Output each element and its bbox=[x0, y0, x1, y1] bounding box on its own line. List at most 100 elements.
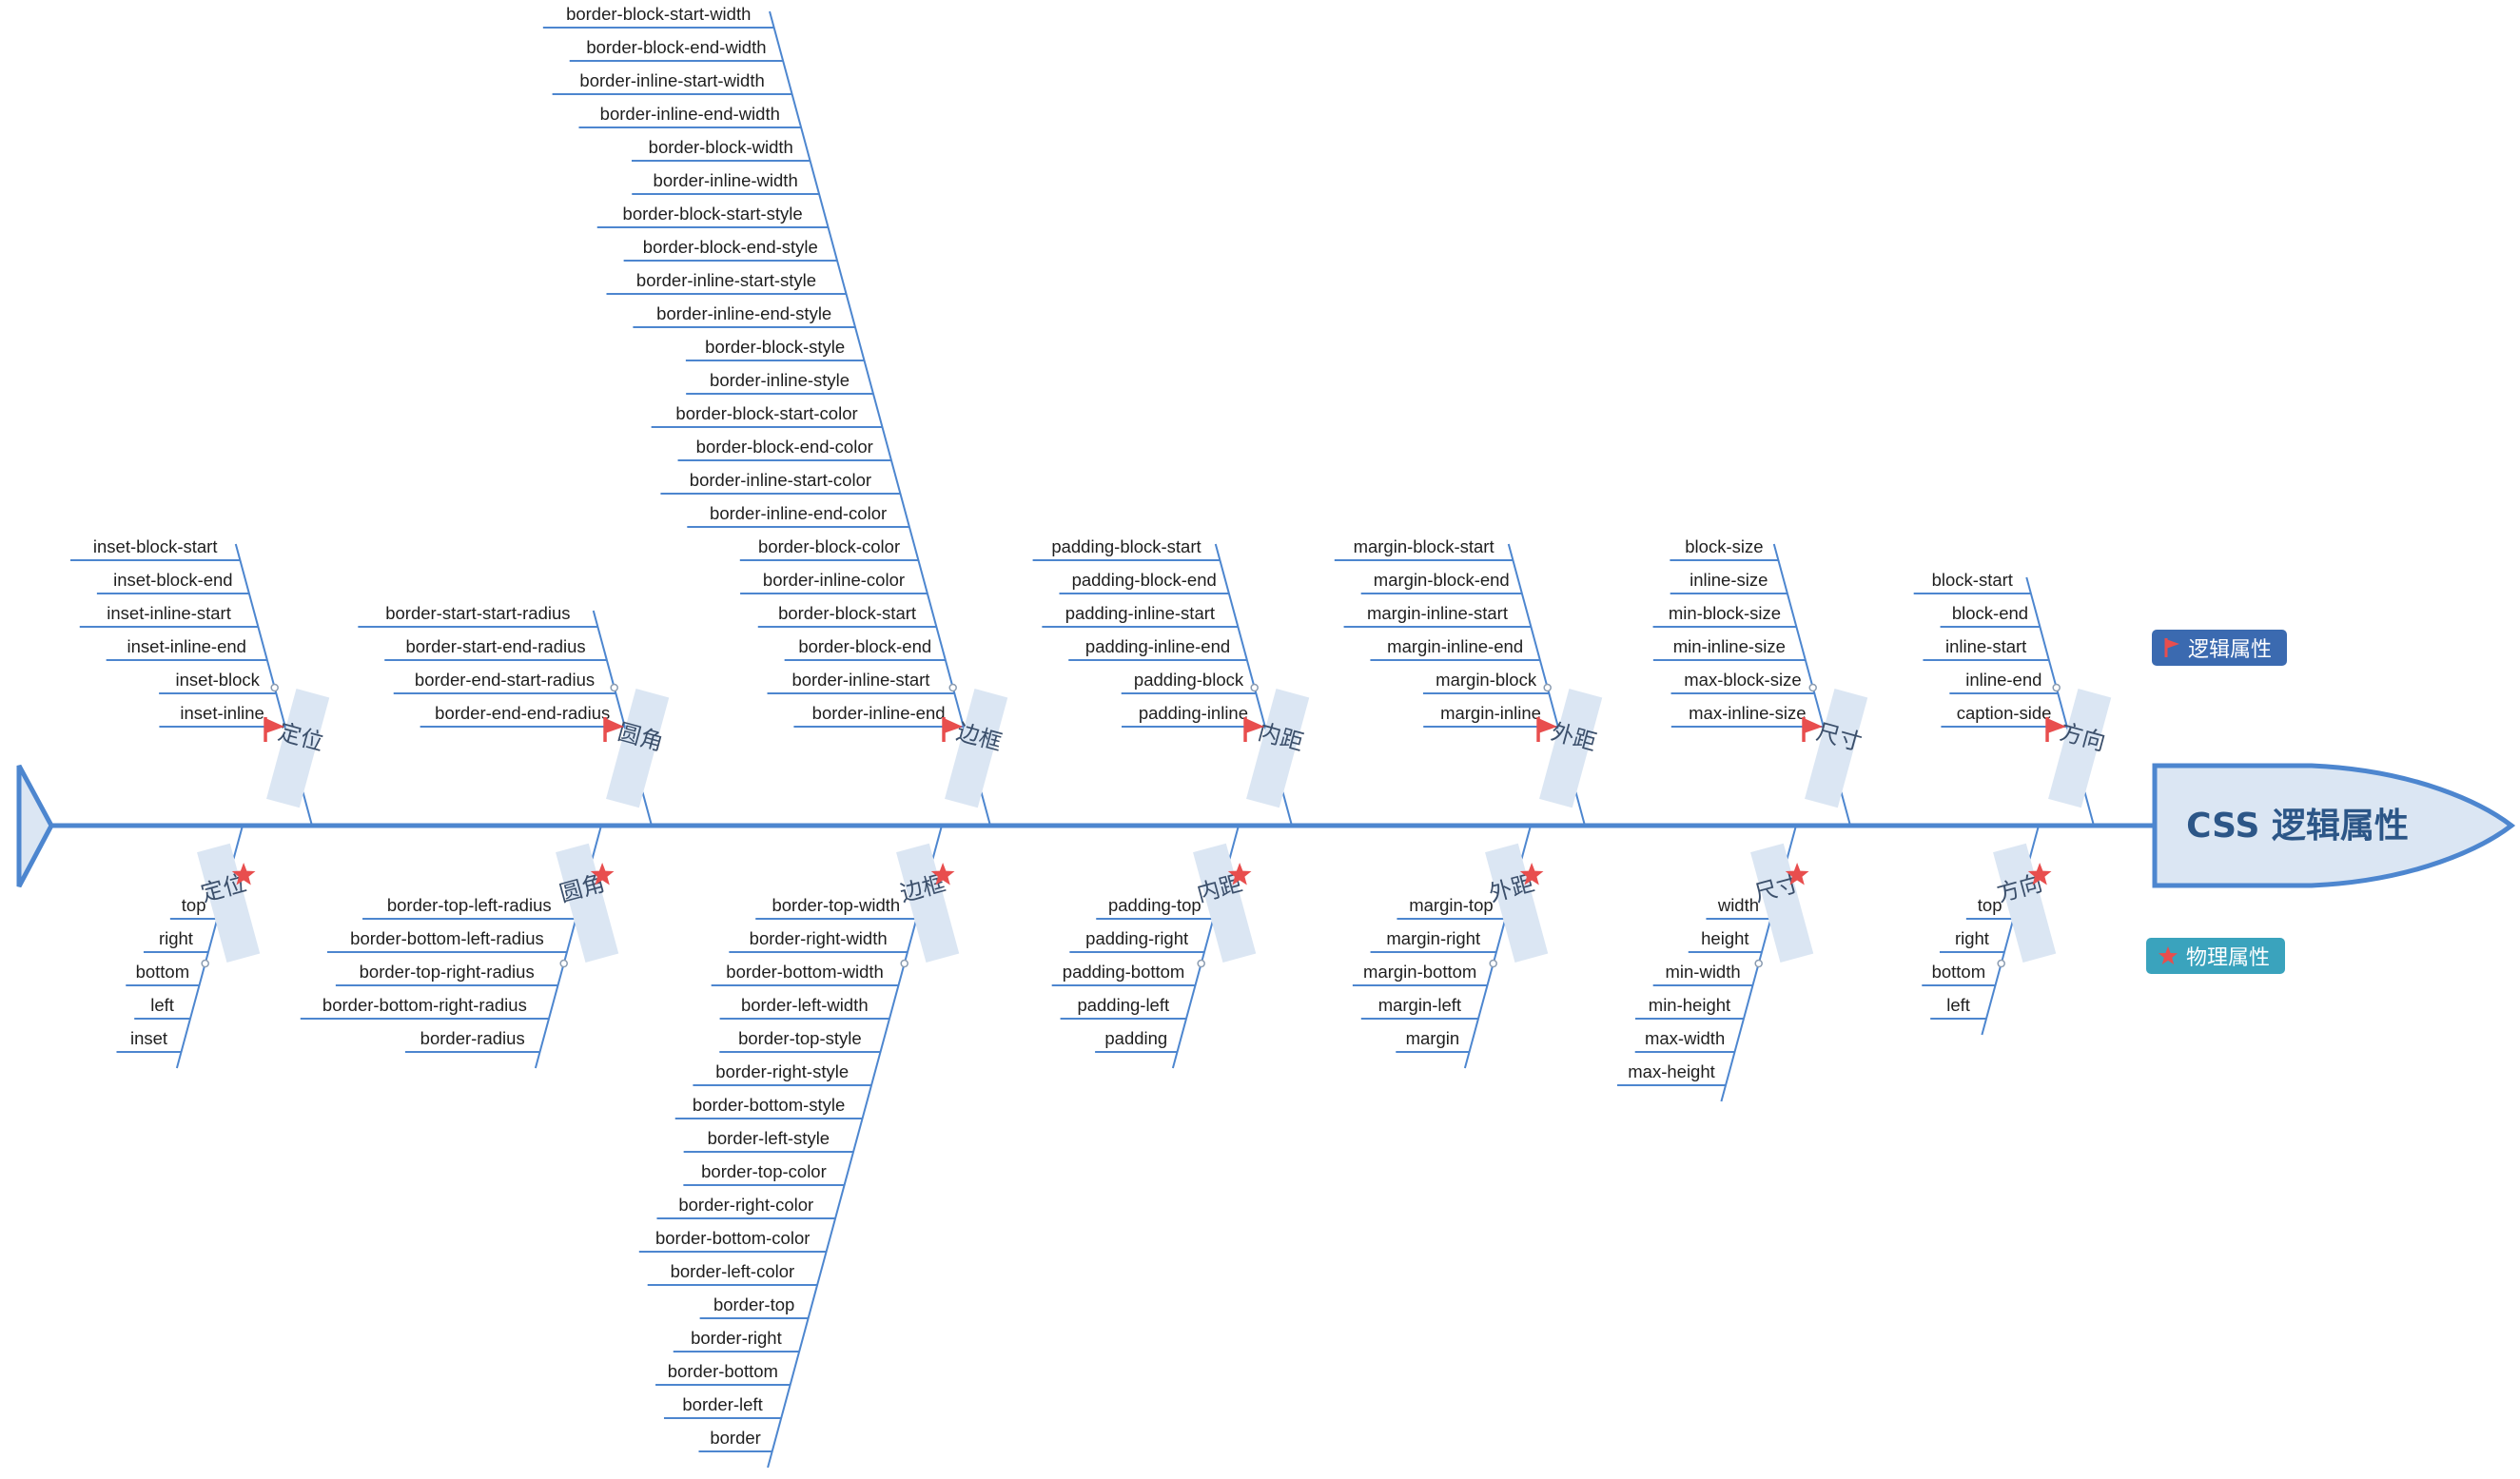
branch-item[interactable]: border-bottom-color bbox=[638, 1228, 827, 1253]
branch-item[interactable]: max-inline-size bbox=[1670, 703, 1824, 728]
branch-item[interactable]: margin-block-start bbox=[1334, 536, 1514, 561]
branch-item[interactable]: border-top-color bbox=[683, 1161, 845, 1186]
branch-item[interactable]: border-bottom bbox=[655, 1361, 791, 1386]
branch-item[interactable]: max-block-size bbox=[1670, 670, 1815, 694]
branch-item[interactable]: border-inline-width bbox=[632, 170, 820, 195]
branch-item[interactable]: max-width bbox=[1634, 1028, 1735, 1053]
branch-item[interactable]: inline-size bbox=[1670, 570, 1787, 594]
branch-item[interactable]: bottom bbox=[1922, 962, 1996, 986]
branch-item[interactable]: block-end bbox=[1940, 603, 2041, 628]
branch-item[interactable]: border-inline-start bbox=[767, 670, 955, 694]
branch-item[interactable]: padding-right bbox=[1069, 928, 1204, 953]
branch-tag[interactable]: 方向 bbox=[2042, 687, 2117, 808]
branch-item[interactable]: inset-inline-end bbox=[106, 636, 267, 661]
branch-item[interactable]: bottom bbox=[126, 962, 200, 986]
branch-item[interactable]: border-inline-end-color bbox=[687, 503, 909, 528]
branch-item[interactable]: border-inline-end-width bbox=[578, 104, 802, 128]
branch-tag[interactable]: 尺寸 bbox=[1799, 687, 1873, 808]
branch-item[interactable]: border-block-color bbox=[739, 536, 919, 561]
branch-item[interactable]: border-top bbox=[699, 1294, 809, 1319]
branch-item[interactable]: border-inline-end bbox=[793, 703, 964, 728]
branch-item[interactable]: border bbox=[698, 1428, 772, 1452]
branch-item[interactable]: border-block-start bbox=[757, 603, 937, 628]
branch-item[interactable]: border-block-end-style bbox=[623, 237, 838, 262]
branch-item[interactable]: width bbox=[1706, 895, 1771, 920]
branch-item[interactable]: margin-block-end bbox=[1360, 570, 1522, 594]
branch-item[interactable]: border-left-style bbox=[683, 1128, 854, 1153]
branch-item[interactable]: border-block-style bbox=[685, 337, 865, 361]
branch-item[interactable]: border-inline-end-style bbox=[633, 303, 855, 328]
branch-item[interactable]: border-top-right-radius bbox=[335, 962, 558, 986]
branch-item[interactable]: border-bottom-left-radius bbox=[326, 928, 567, 953]
branch-item[interactable]: border-inline-start-width bbox=[552, 70, 792, 95]
branch-item[interactable]: padding-block-start bbox=[1032, 536, 1221, 561]
branch-tag[interactable]: 内距 bbox=[1186, 842, 1260, 963]
branch-item[interactable]: border-block-start-style bbox=[596, 204, 829, 228]
branch-item[interactable]: padding bbox=[1095, 1028, 1178, 1053]
branch-item[interactable]: right bbox=[143, 928, 208, 953]
branch-item[interactable]: max-height bbox=[1617, 1061, 1727, 1086]
branch-item[interactable]: inset bbox=[116, 1028, 182, 1053]
branch-item[interactable]: padding-inline-start bbox=[1042, 603, 1239, 628]
branch-item[interactable]: padding-top bbox=[1096, 895, 1214, 920]
branch-item[interactable]: top bbox=[1965, 895, 2014, 920]
branch-item[interactable]: border-end-start-radius bbox=[393, 670, 616, 694]
branch-tag[interactable]: 定位 bbox=[261, 687, 335, 808]
branch-item[interactable]: top bbox=[169, 895, 218, 920]
branch-tag[interactable]: 外距 bbox=[1533, 687, 1608, 808]
branch-item[interactable]: border-block-end-color bbox=[677, 437, 891, 461]
branch-item[interactable]: border-right-color bbox=[656, 1195, 836, 1219]
branch-item[interactable]: border-bottom-right-radius bbox=[300, 995, 549, 1020]
branch-item[interactable]: padding-block bbox=[1121, 670, 1257, 694]
branch-item[interactable]: min-inline-size bbox=[1652, 636, 1806, 661]
branch-item[interactable]: border-top-width bbox=[755, 895, 917, 920]
branch-item[interactable]: margin-inline bbox=[1423, 703, 1558, 728]
branch-item[interactable]: border-inline-start-color bbox=[660, 470, 901, 495]
branch-item[interactable]: padding-bottom bbox=[1051, 962, 1196, 986]
branch-item[interactable]: margin-inline-end bbox=[1370, 636, 1540, 661]
branch-item[interactable]: border-inline-color bbox=[740, 570, 928, 594]
branch-item[interactable]: border-top-left-radius bbox=[362, 895, 576, 920]
branch-item[interactable]: border-bottom-style bbox=[674, 1095, 863, 1119]
branch-item[interactable]: border-left-color bbox=[647, 1261, 818, 1286]
legend-logical[interactable]: 逻辑属性 bbox=[2152, 630, 2288, 666]
branch-item[interactable]: min-width bbox=[1652, 962, 1753, 986]
branch-item[interactable]: padding-inline-end bbox=[1068, 636, 1247, 661]
branch-item[interactable]: margin-block bbox=[1422, 670, 1550, 694]
branch-item[interactable]: border-left bbox=[663, 1394, 782, 1419]
branch-item[interactable]: block-start bbox=[1913, 570, 2031, 594]
branch-item[interactable]: border-top-style bbox=[719, 1028, 881, 1053]
branch-item[interactable]: right bbox=[1939, 928, 2004, 953]
branch-item[interactable]: height bbox=[1688, 928, 1762, 953]
branch-item[interactable]: margin bbox=[1396, 1028, 1470, 1053]
branch-item[interactable]: min-block-size bbox=[1652, 603, 1797, 628]
branch-item[interactable]: border-right-width bbox=[729, 928, 908, 953]
branch-item[interactable]: border-block-start-color bbox=[651, 403, 883, 428]
branch-item[interactable]: padding-inline bbox=[1122, 703, 1265, 728]
branch-tag[interactable]: 内距 bbox=[1240, 687, 1315, 808]
branch-item[interactable]: border-end-end-radius bbox=[420, 703, 625, 728]
branch-item[interactable]: inset-inline-start bbox=[79, 603, 259, 628]
branch-item[interactable]: border-bottom-width bbox=[711, 962, 899, 986]
branch-item[interactable]: margin-bottom bbox=[1352, 962, 1488, 986]
branch-item[interactable]: border-inline-start-style bbox=[606, 270, 847, 295]
branch-item[interactable]: border-block-end-width bbox=[569, 37, 784, 62]
branch-item[interactable]: inline-start bbox=[1923, 636, 2049, 661]
branch-item[interactable]: inset-block-end bbox=[96, 570, 249, 594]
branch-item[interactable]: margin-left bbox=[1360, 995, 1478, 1020]
branch-item[interactable]: border-block-end bbox=[784, 636, 946, 661]
branch-item[interactable]: inline-end bbox=[1949, 670, 2059, 694]
branch-item[interactable]: border-radius bbox=[404, 1028, 540, 1053]
branch-tag[interactable]: 圆角 bbox=[600, 687, 674, 808]
branch-item[interactable]: margin-inline-start bbox=[1343, 603, 1532, 628]
branch-item[interactable]: border-inline-style bbox=[686, 370, 873, 395]
branch-item[interactable]: border-left-width bbox=[719, 995, 889, 1020]
branch-tag[interactable]: 边框 bbox=[889, 842, 964, 963]
branch-item[interactable]: border-right bbox=[673, 1328, 800, 1353]
branch-item[interactable]: left bbox=[134, 995, 190, 1020]
branch-tag[interactable]: 圆角 bbox=[549, 842, 623, 963]
fish-head[interactable] bbox=[2152, 763, 2516, 888]
branch-item[interactable]: border-start-end-radius bbox=[384, 636, 607, 661]
branch-item[interactable]: border-block-start-width bbox=[542, 4, 774, 29]
branch-item[interactable]: inset-block-start bbox=[69, 536, 241, 561]
